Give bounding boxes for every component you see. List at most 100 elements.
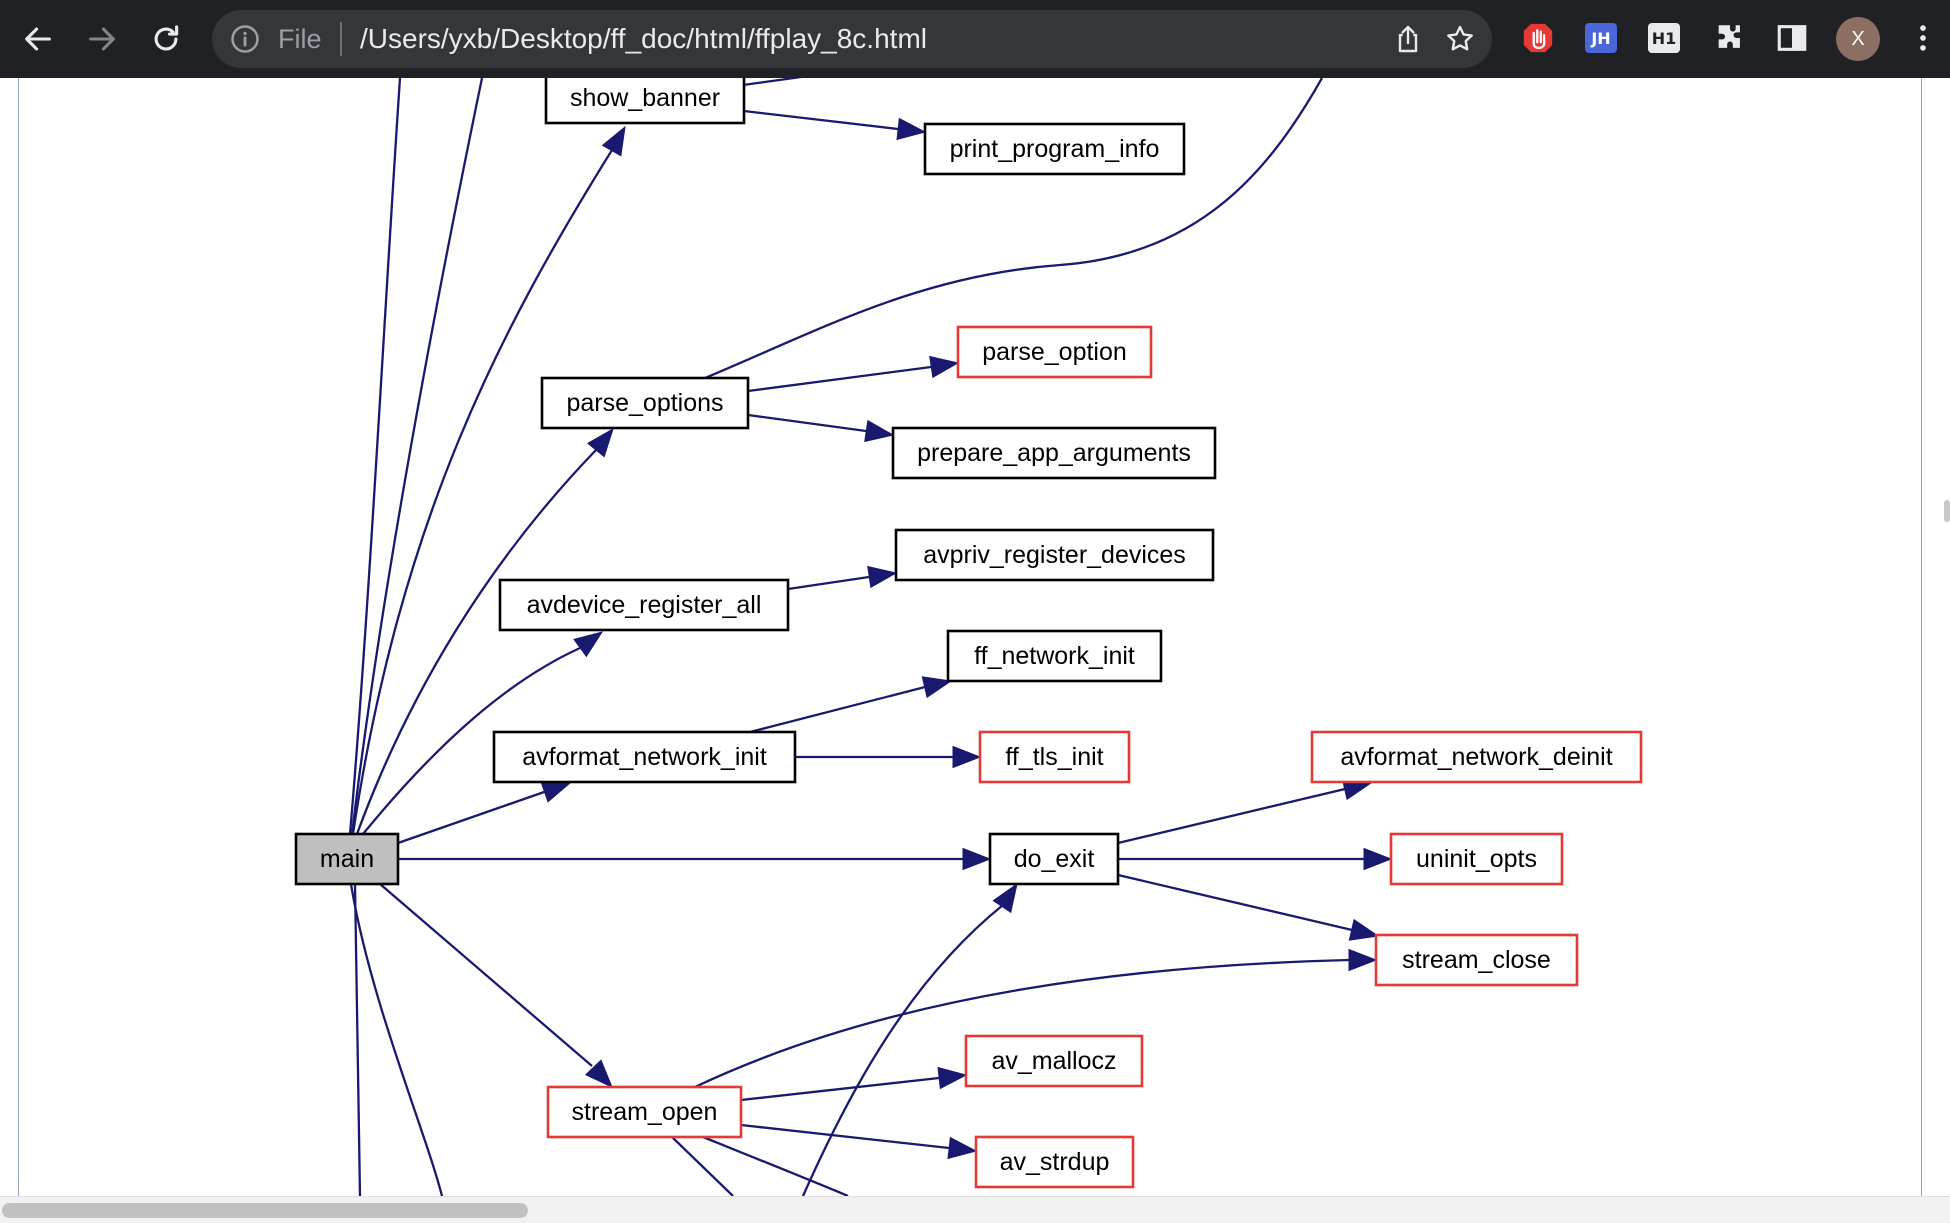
node-label[interactable]: avpriv_register_devices — [923, 541, 1186, 569]
offscreen-edge-5 — [353, 883, 362, 1196]
horizontal-scrollbar[interactable] — [0, 1196, 1950, 1223]
node-label[interactable]: avformat_network_init — [522, 743, 767, 771]
arrow-left-icon — [25, 27, 51, 51]
page-frame-left — [18, 78, 19, 1196]
edge-arrowhead — [573, 631, 604, 658]
node-print_program_info[interactable]: print_program_info — [923, 122, 1186, 176]
edge-line — [742, 78, 804, 87]
node-box[interactable] — [894, 528, 1215, 582]
offscreen-edge-3 — [742, 78, 804, 87]
edge-line — [743, 109, 899, 131]
reload-button[interactable] — [138, 11, 194, 67]
node-box[interactable] — [956, 325, 1153, 379]
edge-arrowhead — [584, 1059, 613, 1088]
jh-extension-icon[interactable]: JH — [1585, 23, 1617, 53]
node-label[interactable]: avformat_network_deinit — [1340, 743, 1612, 771]
offscreen-edge-6 — [349, 883, 444, 1196]
node-box[interactable] — [891, 426, 1217, 480]
edge-main-to-show_banner — [351, 125, 626, 835]
node-label[interactable]: print_program_info — [950, 135, 1160, 163]
node-box[interactable] — [544, 73, 746, 125]
node-stream_close[interactable]: stream_close — [1374, 933, 1579, 987]
reload-icon — [154, 25, 179, 51]
node-avpriv_register_devices[interactable]: avpriv_register_devices — [894, 528, 1215, 582]
edge-avformat_network_init-to-ff_tls_init — [795, 745, 982, 769]
node-label[interactable]: uninit_opts — [1416, 845, 1537, 873]
node-label[interactable]: av_strdup — [1000, 1148, 1110, 1176]
node-label[interactable]: parse_options — [566, 389, 723, 417]
node-ff_network_init[interactable]: ff_network_init — [946, 629, 1163, 683]
info-icon[interactable] — [230, 24, 260, 54]
forward-button[interactable] — [74, 11, 130, 67]
node-box[interactable] — [540, 376, 750, 430]
edge-stream_open-to-stream_close — [694, 948, 1378, 1089]
edge-line — [671, 1136, 734, 1196]
node-label[interactable]: ff_network_init — [974, 642, 1135, 670]
node-label[interactable]: prepare_app_arguments — [917, 439, 1191, 467]
node-do_exit[interactable]: do_exit — [988, 832, 1120, 886]
node-box[interactable] — [546, 1085, 743, 1139]
puzzle-icon[interactable] — [1713, 21, 1747, 55]
edge-stream_open-to-do_exit — [801, 882, 1018, 1196]
node-avformat_network_deinit[interactable]: avformat_network_deinit — [1310, 730, 1643, 784]
node-label[interactable]: avdevice_register_all — [527, 591, 762, 619]
edge-parse_options-to-prepare_app_arguments — [747, 413, 895, 443]
url-text[interactable]: /Users/yxb/Desktop/ff_doc/html/ffplay_8c… — [360, 23, 927, 54]
edge-arrowhead — [992, 882, 1018, 914]
node-box[interactable] — [974, 1135, 1135, 1189]
node-label[interactable]: main — [320, 845, 374, 873]
edge-main-to-parse_options — [355, 427, 614, 835]
share-icon[interactable] — [1392, 23, 1424, 55]
node-box[interactable] — [964, 1034, 1144, 1088]
node-avformat_network_init[interactable]: avformat_network_init — [492, 730, 797, 784]
edge-arrowhead — [962, 847, 992, 871]
node-box[interactable] — [988, 832, 1120, 886]
node-label[interactable]: ff_tls_init — [1005, 743, 1103, 771]
node-uninit_opts[interactable]: uninit_opts — [1389, 832, 1564, 886]
kebab-menu-icon[interactable] — [1906, 21, 1940, 55]
node-label[interactable]: stream_close — [1402, 946, 1551, 974]
edge-line — [694, 958, 1350, 1089]
node-prepare_app_arguments[interactable]: prepare_app_arguments — [891, 426, 1217, 480]
offscreen-edge-8 — [702, 1135, 849, 1196]
node-box[interactable] — [294, 832, 400, 886]
node-box[interactable] — [978, 730, 1131, 784]
node-box[interactable] — [923, 122, 1186, 176]
node-label[interactable]: show_banner — [570, 84, 720, 112]
node-box[interactable] — [1374, 933, 1579, 987]
node-label[interactable]: av_mallocz — [991, 1047, 1116, 1075]
node-label[interactable]: parse_option — [982, 338, 1127, 366]
node-parse_option[interactable]: parse_option — [956, 325, 1153, 379]
node-show_banner[interactable]: show_banner — [544, 73, 746, 125]
node-parse_options[interactable]: parse_options — [540, 376, 750, 430]
back-button[interactable] — [10, 11, 66, 67]
node-box[interactable] — [498, 578, 790, 632]
hand-stop-icon[interactable] — [1521, 21, 1555, 55]
node-stream_open[interactable]: stream_open — [546, 1085, 743, 1139]
node-av_strdup[interactable]: av_strdup — [974, 1135, 1135, 1189]
node-main[interactable]: main — [294, 832, 400, 886]
avatar[interactable]: X — [1836, 17, 1880, 61]
edge-arrowhead — [867, 565, 898, 589]
side-panel-icon[interactable] — [1775, 21, 1809, 55]
edge-arrowhead — [896, 117, 927, 141]
node-av_mallocz[interactable]: av_mallocz — [964, 1034, 1144, 1088]
node-label[interactable]: stream_open — [572, 1098, 718, 1126]
vertical-scrollbar-thumb[interactable] — [1944, 500, 1950, 522]
node-avdevice_register_all[interactable]: avdevice_register_all — [498, 578, 790, 632]
horizontal-scrollbar-thumb[interactable] — [2, 1203, 528, 1218]
node-label[interactable]: do_exit — [1014, 845, 1095, 873]
node-box[interactable] — [1389, 832, 1564, 886]
node-box[interactable] — [1310, 730, 1643, 784]
edge-arrowhead — [1363, 847, 1393, 871]
edge-line — [801, 904, 1004, 1196]
node-box[interactable] — [946, 629, 1163, 683]
star-icon[interactable] — [1444, 23, 1476, 55]
edge-arrowhead — [947, 1136, 978, 1160]
address-bar[interactable]: File /Users/yxb/Desktop/ff_doc/html/ffpl… — [212, 10, 1492, 68]
h1-extension-icon[interactable]: H1 — [1648, 23, 1680, 53]
node-ff_tls_init[interactable]: ff_tls_init — [978, 730, 1131, 784]
node-box[interactable] — [492, 730, 797, 784]
edge-arrowhead — [864, 419, 895, 443]
